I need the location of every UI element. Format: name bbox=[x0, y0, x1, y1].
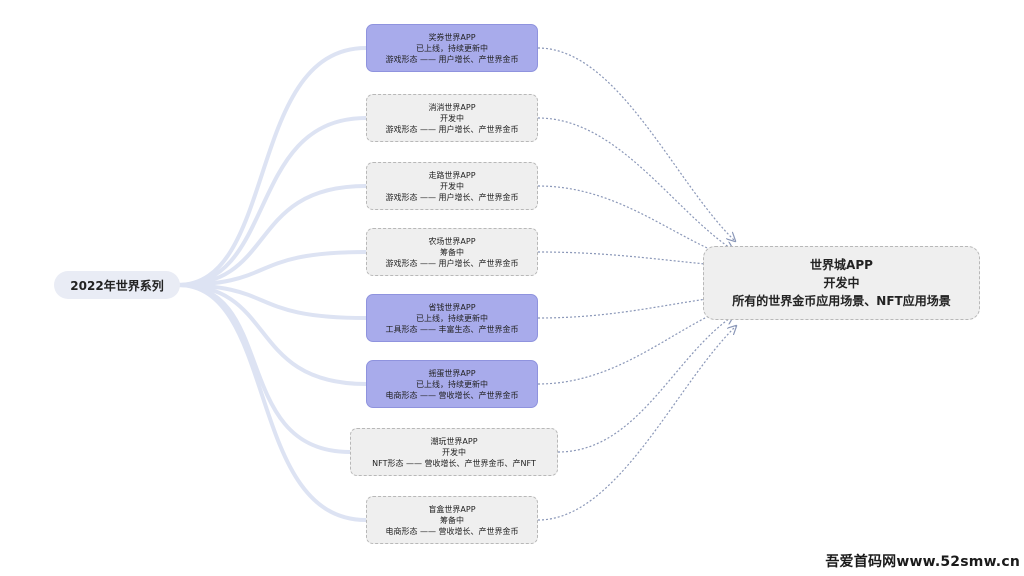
node-description: 电商形态 —— 营收增长、产世界金币 bbox=[385, 390, 519, 400]
target-status: 开发中 bbox=[823, 276, 860, 290]
fan-connector bbox=[176, 283, 368, 320]
node-title: 奖券世界APP bbox=[428, 32, 476, 42]
node-title: 消消世界APP bbox=[428, 102, 476, 112]
fan-connector bbox=[176, 250, 368, 287]
fan-connector bbox=[176, 283, 368, 522]
node-title: 盲盒世界APP bbox=[428, 504, 476, 514]
root-label: 2022年世界系列 bbox=[70, 278, 164, 293]
node-status: 开发中 bbox=[440, 113, 464, 123]
fan-connector bbox=[176, 116, 368, 287]
node-zoulu-app[interactable]: 走路世界APP 开发中 游戏形态 —— 用户增长、产世界金币 bbox=[366, 162, 538, 210]
node-manghe-app[interactable]: 盲盒世界APP 筹备中 电商形态 —— 营收增长、产世界金币 bbox=[366, 496, 538, 544]
node-yaodan-app[interactable]: 摇蛋世界APP 已上线，持续更新中 电商形态 —— 营收增长、产世界金币 bbox=[366, 360, 538, 408]
node-description: 游戏形态 —— 用户增长、产世界金币 bbox=[385, 192, 519, 202]
node-description: 电商形态 —— 营收增长、产世界金币 bbox=[385, 526, 519, 536]
node-status: 开发中 bbox=[442, 447, 466, 457]
dotted-arrow-connector bbox=[557, 316, 733, 453]
node-description: 工具形态 —— 丰富生态、产世界金币 bbox=[385, 324, 519, 334]
node-nongchang-app[interactable]: 农场世界APP 筹备中 游戏形态 —— 用户增长、产世界金币 bbox=[366, 228, 538, 276]
node-title: 潮玩世界APP bbox=[430, 436, 478, 446]
dotted-arrow-connector bbox=[537, 326, 736, 521]
fan-connector bbox=[176, 283, 352, 454]
target-node-shijiecheng-app[interactable]: 世界城APP 开发中 所有的世界金币应用场景、NFT应用场景 bbox=[703, 246, 980, 320]
node-status: 筹备中 bbox=[440, 247, 464, 257]
node-title: 摇蛋世界APP bbox=[428, 368, 476, 378]
node-description: NFT形态 —— 营收增长、产世界金币、产NFT bbox=[372, 458, 536, 468]
node-status: 已上线，持续更新中 bbox=[416, 313, 488, 323]
root-node[interactable]: 2022年世界系列 bbox=[54, 271, 180, 299]
dotted-arrow-connector bbox=[537, 185, 731, 258]
node-xiaoxiao-app[interactable]: 消消世界APP 开发中 游戏形态 —— 用户增长、产世界金币 bbox=[366, 94, 538, 142]
dotted-arrow-connector bbox=[537, 47, 735, 241]
node-title: 省钱世界APP bbox=[428, 302, 476, 312]
node-description: 游戏形态 —— 用户增长、产世界金币 bbox=[385, 54, 519, 64]
node-status: 已上线，持续更新中 bbox=[416, 379, 488, 389]
dotted-arrow-connector bbox=[537, 306, 731, 385]
node-description: 游戏形态 —— 用户增长、产世界金币 bbox=[385, 124, 519, 134]
target-title: 世界城APP bbox=[810, 258, 873, 272]
node-jiangquan-app[interactable]: 奖券世界APP 已上线，持续更新中 游戏形态 —— 用户增长、产世界金币 bbox=[366, 24, 538, 72]
node-status: 筹备中 bbox=[440, 515, 464, 525]
dotted-arrow-connector bbox=[537, 251, 730, 266]
node-title: 农场世界APP bbox=[428, 236, 476, 246]
fan-connector bbox=[176, 46, 368, 287]
node-status: 开发中 bbox=[440, 181, 464, 191]
node-status: 已上线，持续更新中 bbox=[416, 43, 488, 53]
fan-connector bbox=[176, 184, 368, 287]
dotted-arrow-connector bbox=[537, 117, 733, 250]
fan-connector bbox=[176, 283, 368, 386]
watermark-text: 吾爱首码网www.52smw.cn bbox=[825, 554, 1020, 570]
dotted-arrow-connector bbox=[537, 296, 730, 319]
node-title: 走路世界APP bbox=[428, 170, 476, 180]
target-description: 所有的世界金币应用场景、NFT应用场景 bbox=[732, 294, 951, 308]
node-chaowan-app[interactable]: 潮玩世界APP 开发中 NFT形态 —— 营收增长、产世界金币、产NFT bbox=[350, 428, 558, 476]
node-shengqian-app[interactable]: 省钱世界APP 已上线，持续更新中 工具形态 —— 丰富生态、产世界金币 bbox=[366, 294, 538, 342]
node-description: 游戏形态 —— 用户增长、产世界金币 bbox=[385, 258, 519, 268]
